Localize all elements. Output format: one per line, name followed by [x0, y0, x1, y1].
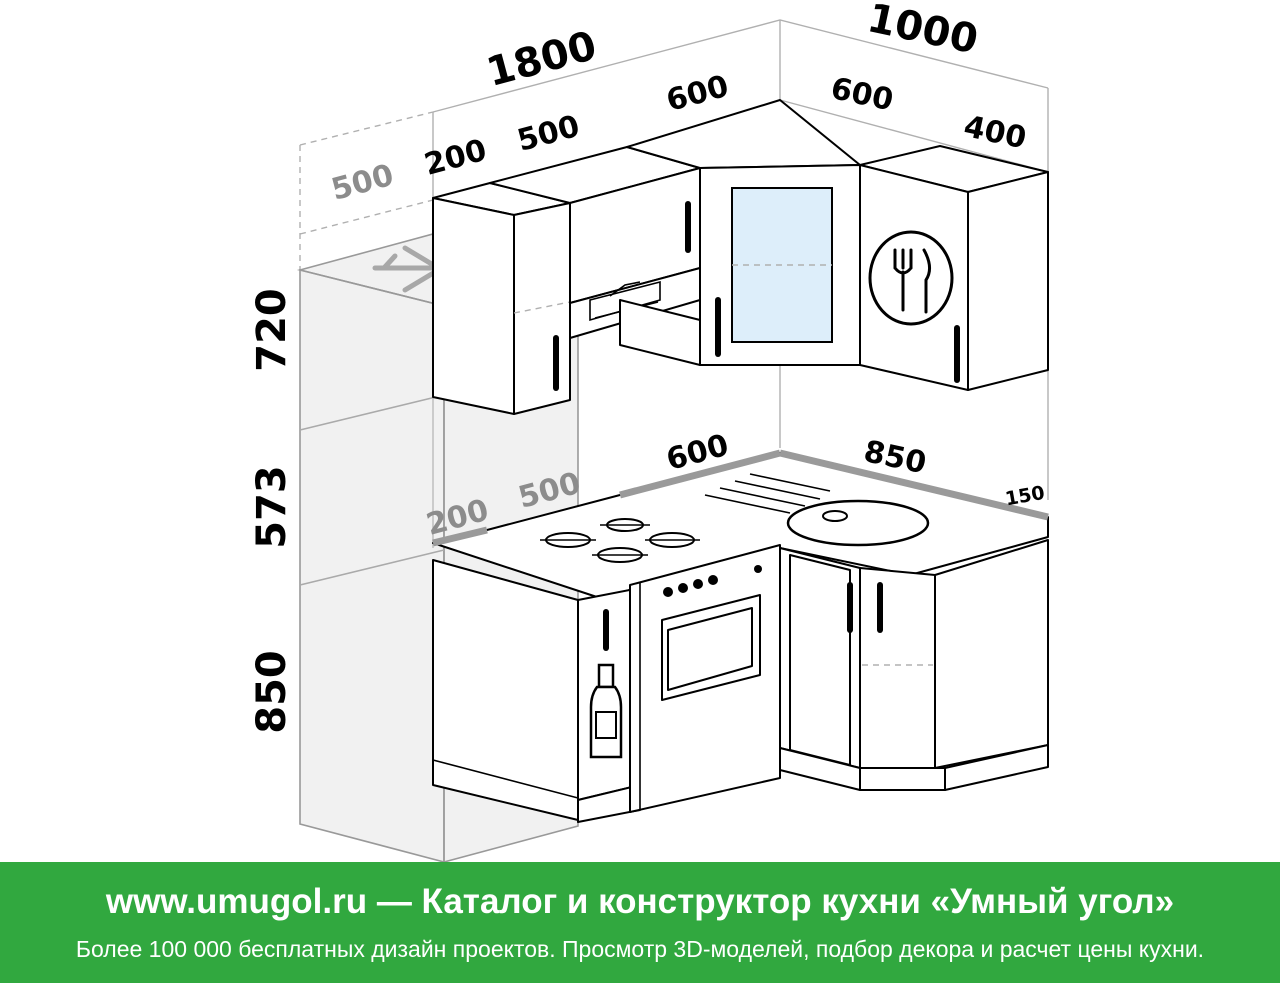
footer-title-link[interactable]: www.umugol.ru — Каталог и конструктор ку… [105, 882, 1175, 921]
dim-height-720: 720 [249, 288, 295, 372]
kitchen-corner-diagram: 1800 1000 200 500 600 600 400 500 720 57… [249, 0, 1049, 862]
dim-counter-150: 150 [1004, 482, 1047, 511]
sink [704, 473, 930, 547]
dim-fridge-depth: 500 [328, 158, 398, 208]
dim-top-600-left: 600 [663, 69, 733, 119]
footer-subtitle: Более 100 000 бесплатных дизайн проектов… [75, 936, 1205, 962]
dim-height-850: 850 [249, 650, 295, 734]
base-corner-cabinet [779, 539, 1049, 791]
dim-top-500: 500 [514, 109, 584, 159]
bottle-icon [589, 663, 623, 759]
base-cabinet-200 [432, 559, 579, 821]
bottle-cabinet [577, 587, 641, 823]
cooktop-burners [540, 518, 700, 563]
dim-overall-left: 1800 [482, 23, 601, 96]
stove-knobs [663, 565, 762, 597]
countertop [432, 449, 1049, 599]
upper-cabinet-400 [859, 145, 1049, 391]
dim-top-200: 200 [421, 133, 491, 183]
cutlery-icon [868, 230, 954, 326]
dim-top-600-right: 600 [828, 71, 897, 118]
dim-overall-right: 1000 [863, 0, 981, 63]
dim-top-400: 400 [961, 109, 1030, 156]
upper-cabinet-200 [432, 182, 571, 415]
stove [629, 544, 781, 813]
footer-banner: www.umugol.ru — Каталог и конструктор ку… [0, 862, 1280, 983]
dim-height-573: 573 [249, 465, 295, 549]
